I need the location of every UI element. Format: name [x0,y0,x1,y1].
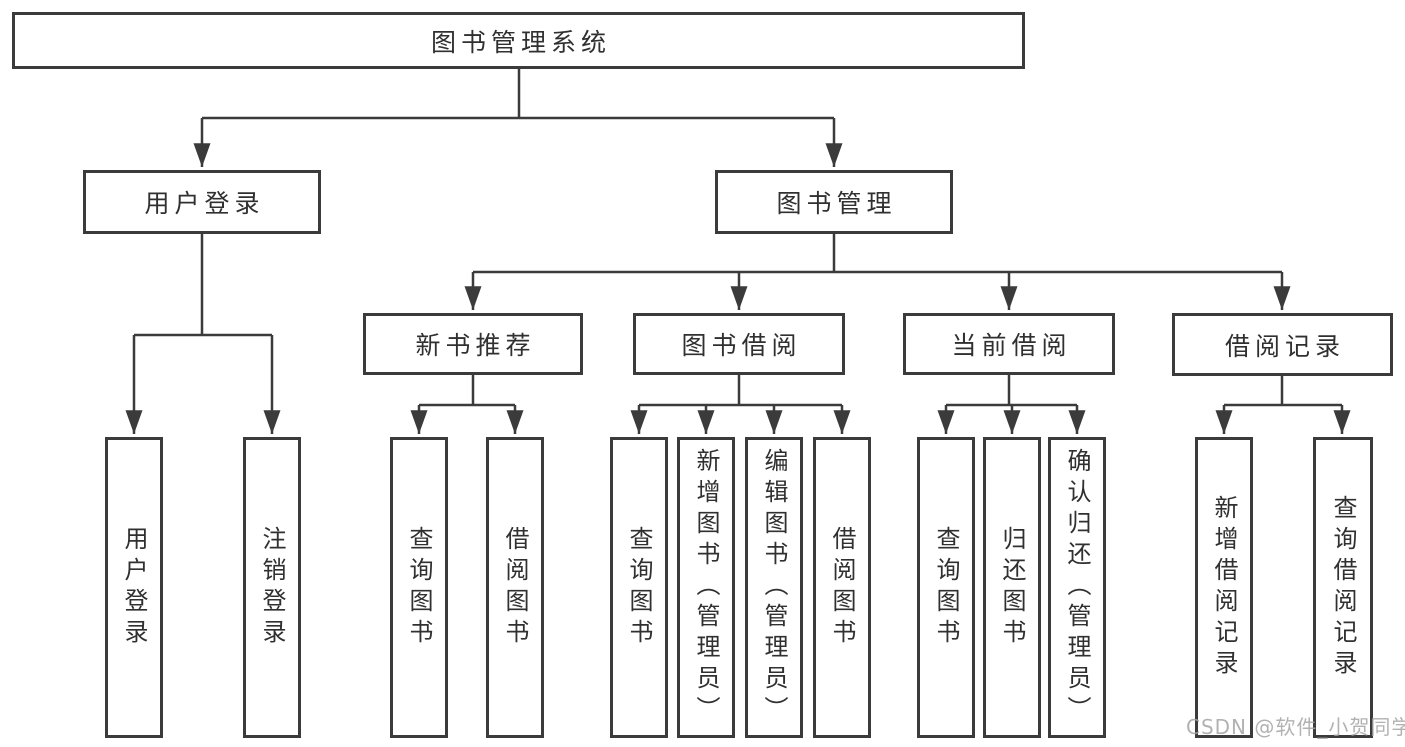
leaf-label: 查询图书 [405,525,433,650]
leaf-cb-return-books: 归还图书 [983,437,1041,738]
leaf-nbr-query-books: 查询图书 [390,437,448,738]
leaf-bb-edit-books-admin: 编辑图书（管理员） [745,437,803,738]
leaf-label: 借阅图书 [501,525,529,650]
leaf-label: 新增图书（管理员） [692,448,720,727]
leaf-label: 确认归还（管理员） [1063,448,1091,727]
node-user-login: 用户登录 [83,170,321,234]
leaf-label: 查询图书 [932,525,960,650]
leaf-logout-login: 注销登录 [243,437,301,738]
node-book-management: 图书管理 [715,170,953,234]
leaf-label: 用户登录 [120,525,148,650]
leaf-user-login: 用户登录 [105,437,163,738]
leaf-nbr-borrow-books: 借阅图书 [486,437,544,738]
leaf-bb-query-books: 查询图书 [610,437,668,738]
node-book-management-label: 图书管理 [776,189,897,218]
node-root-label: 图书管理系统 [430,27,611,57]
leaf-cb-query-books: 查询图书 [917,437,975,738]
node-current-borrow-label: 当前借阅 [951,331,1072,360]
leaf-label: 查询图书 [625,525,653,650]
leaf-label: 注销登录 [258,525,286,650]
node-root: 图书管理系统 [12,12,1025,69]
leaf-cb-confirm-return-admin: 确认归还（管理员） [1048,437,1106,738]
leaf-label: 借阅图书 [828,525,856,650]
leaf-br-add-record: 新增借阅记录 [1195,437,1253,738]
leaf-bb-borrow-books: 借阅图书 [813,437,871,738]
node-book-borrow-label: 图书借阅 [681,331,802,360]
leaf-bb-add-books-admin: 新增图书（管理员） [677,437,735,738]
node-current-borrow: 当前借阅 [903,313,1115,375]
leaf-label: 新增借阅记录 [1210,494,1238,681]
node-new-book-recommend-label: 新书推荐 [415,331,536,360]
leaf-label: 查询借阅记录 [1329,494,1357,681]
node-user-login-label: 用户登录 [144,189,265,218]
csdn-watermark: CSDN @软件_小贺同学 [1186,715,1405,739]
node-new-book-recommend: 新书推荐 [363,313,583,375]
node-borrow-records-label: 借阅记录 [1224,331,1345,361]
leaf-label: 编辑图书（管理员） [760,448,788,727]
leaf-label: 归还图书 [998,525,1026,650]
node-book-borrow: 图书借阅 [633,313,845,375]
node-borrow-records: 借阅记录 [1172,313,1393,376]
leaf-br-query-record: 查询借阅记录 [1313,437,1373,738]
